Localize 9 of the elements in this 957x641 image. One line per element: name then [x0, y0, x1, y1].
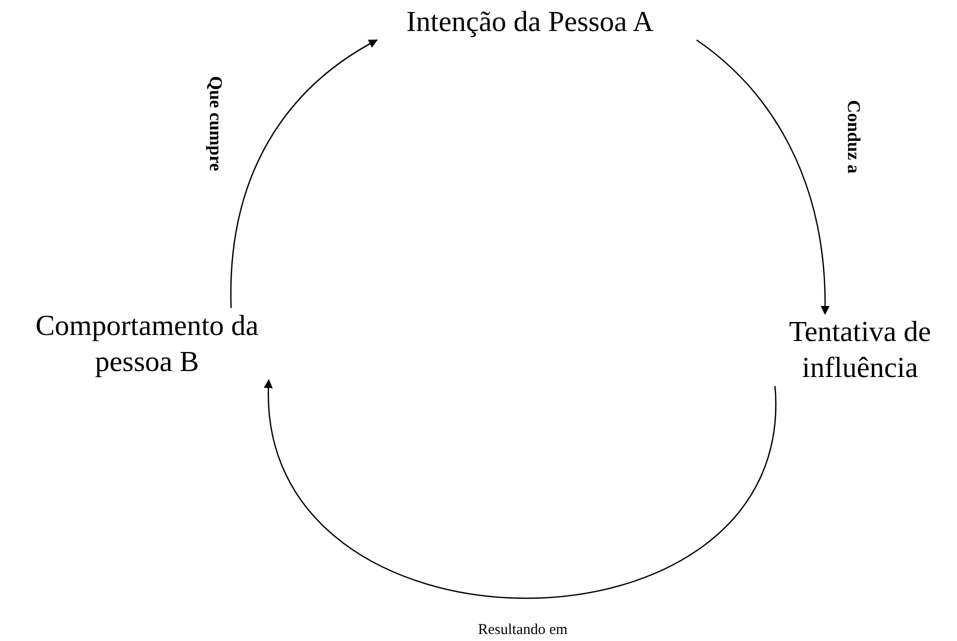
edge-label: Que cumpre	[205, 76, 226, 172]
node-label: Tentativa de influência	[760, 314, 957, 386]
curved-arrow	[265, 379, 776, 599]
curved-arrow	[230, 39, 378, 308]
edge-label: Resultando em	[478, 622, 568, 639]
edge-label: Conduz a	[843, 100, 864, 174]
curved-arrow	[696, 39, 830, 315]
node-label: Comportamento da pessoa B	[2, 308, 292, 380]
node-label: Intenção da Pessoa A	[360, 4, 700, 40]
